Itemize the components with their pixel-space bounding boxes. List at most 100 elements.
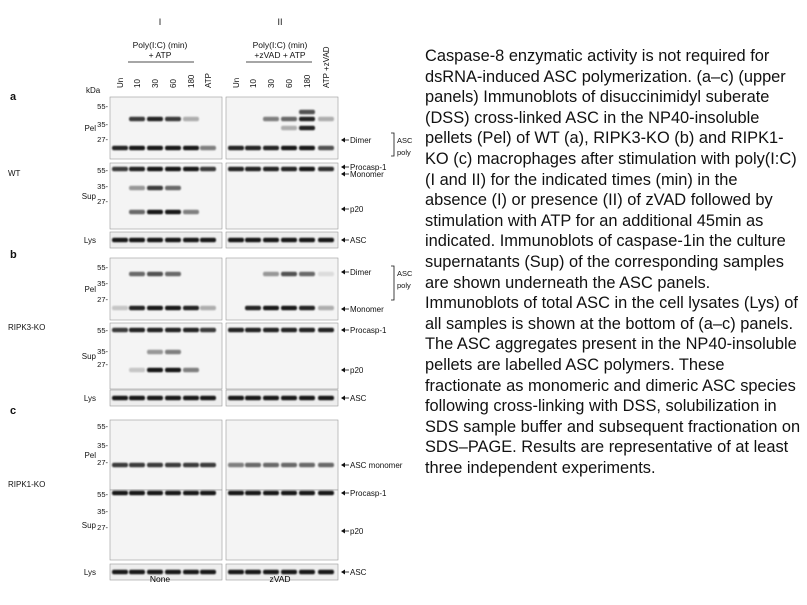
band [281, 569, 297, 575]
band-annotation: ASC [350, 568, 367, 577]
genotype-label: WT [8, 169, 21, 178]
band [147, 209, 163, 215]
band [112, 327, 128, 333]
lane-label-left: 180 [187, 74, 196, 88]
mw-marker: 55- [97, 422, 108, 431]
band [129, 305, 145, 311]
mw-marker: 27- [97, 458, 108, 467]
band [165, 490, 181, 496]
band [147, 145, 163, 151]
band [147, 367, 163, 373]
band [318, 237, 334, 243]
mw-marker: 27- [97, 295, 108, 304]
band [147, 305, 163, 311]
band [147, 395, 163, 401]
band-annotation: Monomer [350, 170, 384, 179]
bottom-label-right: zVAD [269, 574, 290, 584]
band [245, 327, 261, 333]
band [165, 367, 181, 373]
band [200, 395, 216, 401]
panel-letter: c [10, 405, 16, 417]
mw-marker: 55- [97, 166, 108, 175]
band [263, 166, 279, 172]
band [129, 490, 145, 496]
band [263, 462, 279, 468]
band [228, 327, 244, 333]
band [129, 145, 145, 151]
row-label: Pel [84, 285, 96, 294]
band-annotation: Procasp-1 [350, 489, 387, 498]
band [147, 490, 163, 496]
lane-label-right: 60 [285, 79, 294, 88]
group-condition2-left: + ATP [149, 50, 172, 60]
band [147, 185, 163, 191]
mw-marker: 35- [97, 441, 108, 450]
band [165, 145, 181, 151]
arrow-icon [341, 206, 345, 212]
band [299, 109, 315, 115]
band [129, 569, 145, 575]
band [281, 125, 297, 131]
band [129, 185, 145, 191]
mw-marker: 55- [97, 490, 108, 499]
band [165, 569, 181, 575]
band [183, 166, 199, 172]
band [183, 569, 199, 575]
band [129, 367, 145, 373]
arrow-icon [341, 462, 345, 468]
band [245, 305, 261, 311]
band [245, 490, 261, 496]
mw-marker: 35- [97, 347, 108, 356]
mw-marker: 55- [97, 326, 108, 335]
row-label: Pel [84, 124, 96, 133]
band [129, 462, 145, 468]
band-annotation: ASC [350, 236, 367, 245]
band [281, 166, 297, 172]
band [183, 327, 199, 333]
band [200, 305, 216, 311]
band-annotation: p20 [350, 205, 364, 214]
arrow-icon [341, 137, 345, 143]
lane-label-left: 60 [169, 79, 178, 88]
group-numeral-left: I [159, 17, 162, 27]
band [112, 166, 128, 172]
mw-marker: 35- [97, 279, 108, 288]
row-label: Lys [84, 394, 96, 403]
arrow-icon [341, 269, 345, 275]
band [112, 462, 128, 468]
band [165, 209, 181, 215]
band [147, 569, 163, 575]
kda-label: kDa [86, 86, 101, 95]
band [112, 395, 128, 401]
lane-label-right: 30 [267, 79, 276, 88]
band [263, 569, 279, 575]
bracket-label: ASC [397, 136, 413, 145]
lane-label-right: ATP +zVAD [322, 46, 331, 88]
western-blot-figure: I II Poly(I:C) (min) + ATP Poly(I:C) (mi… [8, 17, 413, 584]
band [147, 271, 163, 277]
band [263, 305, 279, 311]
band [318, 327, 334, 333]
band-annotation: Procasp-1 [350, 326, 387, 335]
band [318, 116, 334, 122]
band [200, 327, 216, 333]
band-annotation: ASC monomer [350, 461, 403, 470]
band [183, 490, 199, 496]
band-annotation: Monomer [350, 305, 384, 314]
band [281, 237, 297, 243]
band [112, 490, 128, 496]
band-annotation: Dimer [350, 136, 372, 145]
band [318, 490, 334, 496]
lane-label-left: Un [116, 78, 125, 88]
membrane-right [225, 322, 339, 390]
band-annotation: p20 [350, 366, 364, 375]
figure-header: I II Poly(I:C) (min) + ATP Poly(I:C) (mi… [86, 17, 331, 95]
band [263, 145, 279, 151]
band [281, 305, 297, 311]
membrane-right [225, 257, 339, 321]
band [281, 395, 297, 401]
mw-marker: 35- [97, 507, 108, 516]
arrow-icon [341, 395, 345, 401]
